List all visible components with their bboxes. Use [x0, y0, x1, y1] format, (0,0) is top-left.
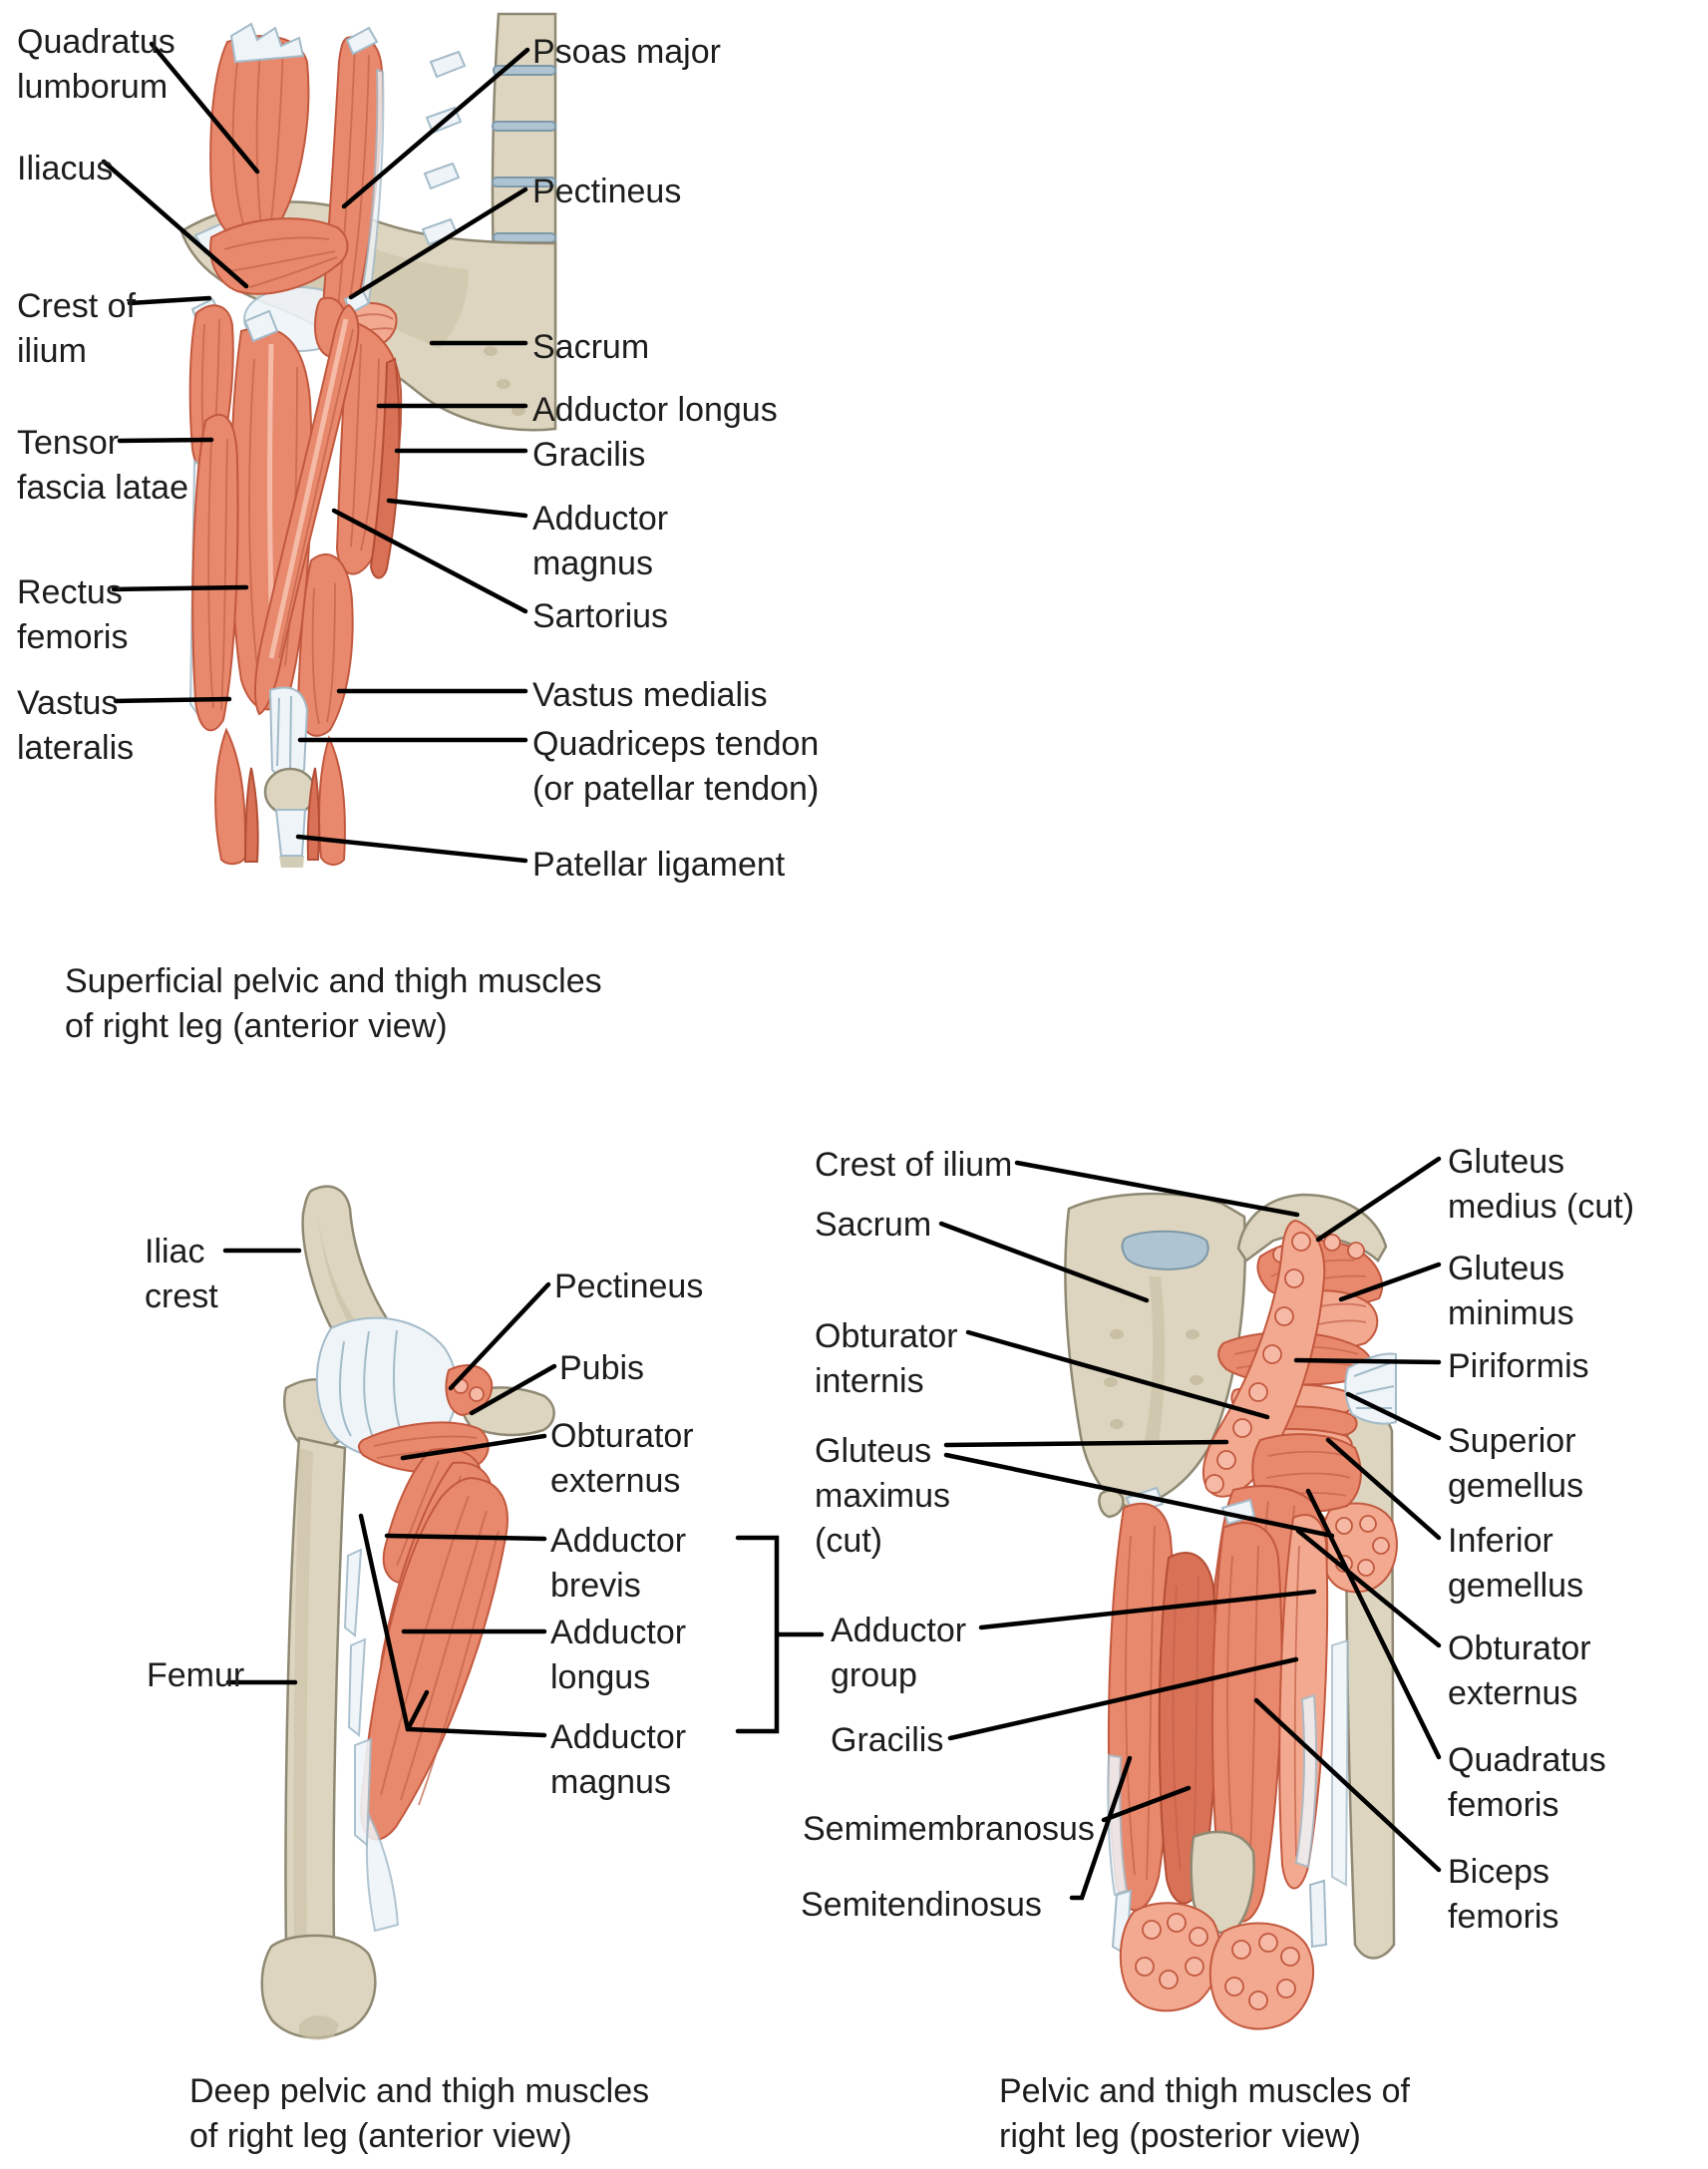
leader-iliacus [101, 159, 249, 289]
leader-adductor-magnus-b2 [405, 1689, 430, 1732]
label-vastus-lateralis: Vastus lateralis [17, 684, 135, 767]
leader-adductor-magnus-a [386, 498, 528, 519]
label-sartorius: Sartorius [532, 597, 669, 635]
label-obturator-externus-c: Obturator externus [1448, 1629, 1591, 1712]
leader-sartorius [331, 508, 528, 614]
leader-tensor-fascia-latae [117, 437, 214, 444]
label-pubis: Pubis [559, 1349, 645, 1387]
leader-pectineus-b [448, 1281, 551, 1391]
leader-obturator-internis [965, 1329, 1270, 1420]
leader-piriformis [1293, 1357, 1442, 1365]
label-quadratus-lumborum: Quadratus lumborum [17, 23, 175, 106]
label-obturator-externus-b: Obturator externus [550, 1417, 694, 1500]
label-pectineus-a: Pectineus [532, 173, 682, 210]
label-obturator-internis: Obturator internis [815, 1317, 958, 1400]
caption-deep-anterior: Deep pelvic and thigh muscles of right l… [189, 2072, 650, 2155]
leader-quadratus-lumborum [149, 41, 260, 175]
label-sacrum-a: Sacrum [532, 328, 650, 366]
leader-gluteus-minimus [1338, 1262, 1442, 1302]
leader-obturator-externus-c [1295, 1528, 1442, 1648]
label-superior-gemellus: Superior gemellus [1448, 1422, 1584, 1505]
label-iliac-crest: Iliac crest [145, 1233, 218, 1315]
panel-b-illustration [260, 1185, 555, 2040]
label-gluteus-minimus: Gluteus minimus [1448, 1250, 1574, 1332]
label-adductor-magnus-a: Adductor magnus [532, 500, 669, 582]
leader-adductor-brevis [384, 1533, 547, 1542]
leader-patellar-ligament [295, 834, 528, 864]
label-sacrum-c: Sacrum [815, 1206, 932, 1244]
leader-biceps-femoris [1253, 1697, 1442, 1873]
label-quadratus-femoris: Quadratus femoris [1448, 1741, 1606, 1824]
label-semimembranosus: Semimembranosus [803, 1810, 1095, 1848]
label-gracilis-c: Gracilis [831, 1721, 944, 1759]
leader-crest-of-ilium-a [127, 295, 212, 306]
label-vastus-medialis: Vastus medialis [532, 676, 768, 714]
leader-rectus-femoris [111, 584, 249, 592]
leader-gluteus-maximus-2 [943, 1452, 1335, 1539]
leader-sacrum-c [938, 1221, 1150, 1303]
panel-c-illustration [1064, 1192, 1398, 2030]
leader-psoas-major [341, 47, 530, 209]
label-biceps-femoris: Biceps femoris [1448, 1853, 1559, 1936]
leader-gluteus-maximus-1 [943, 1439, 1229, 1448]
label-rectus-femoris: Rectus femoris [17, 573, 129, 656]
label-piriformis: Piriformis [1448, 1347, 1589, 1385]
leader-pubis [469, 1363, 557, 1416]
label-gracilis-a: Gracilis [532, 436, 646, 474]
label-femur: Femur [147, 1656, 245, 1694]
label-iliacus: Iliacus [17, 150, 114, 187]
leader-semitendinosus [1069, 1755, 1133, 1901]
label-quadriceps-tendon: Quadriceps tendon (or patellar tendon) [532, 725, 820, 808]
leader-gluteus-medius [1315, 1156, 1442, 1243]
label-tensor-fascia-latae: Tensor fascia latae [17, 424, 188, 507]
caption-posterior: Pelvic and thigh muscles of right leg (p… [999, 2072, 1410, 2155]
leader-inferior-gemellus [1325, 1437, 1442, 1541]
label-gluteus-maximus-cut: Gluteus maximus (cut) [815, 1432, 951, 1560]
label-pectineus-b: Pectineus [554, 1267, 704, 1305]
leader-superior-gemellus [1345, 1391, 1442, 1441]
label-adductor-longus-b: Adductor longus [550, 1614, 687, 1696]
label-crest-of-ilium-c: Crest of ilium [815, 1146, 1013, 1184]
leader-quadratus-femoris [1305, 1488, 1442, 1760]
label-psoas-major: Psoas major [532, 33, 721, 71]
label-adductor-longus-a: Adductor longus [532, 391, 778, 429]
adductor-group-bracket [735, 1535, 780, 1734]
leader-lines [101, 41, 1442, 1901]
label-semitendinosus: Semitendinosus [801, 1886, 1042, 1924]
label-adductor-magnus-b: Adductor magnus [550, 1718, 687, 1801]
label-crest-of-ilium-a: Crest of ilium [17, 287, 137, 370]
leader-vastus-lateralis [113, 696, 232, 704]
label-gluteus-medius-cut: Gluteus medius (cut) [1448, 1143, 1635, 1226]
label-adductor-brevis: Adductor brevis [550, 1522, 687, 1605]
leader-gracilis-c [947, 1656, 1299, 1741]
label-inferior-gemellus: Inferior gemellus [1448, 1522, 1584, 1605]
panel-a-illustration [179, 12, 557, 868]
leader-pectineus-a [348, 186, 528, 300]
leader-obturator-externus-b [400, 1433, 547, 1461]
label-patellar-ligament: Patellar ligament [532, 846, 786, 884]
leader-adductor-group [978, 1589, 1317, 1630]
leader-semimembranosus [1101, 1785, 1192, 1823]
caption-superficial-anterior: Superficial pelvic and thigh muscles of … [65, 962, 602, 1045]
leader-crest-of-ilium-c [1014, 1160, 1300, 1218]
label-adductor-group: Adductor group [831, 1612, 967, 1694]
